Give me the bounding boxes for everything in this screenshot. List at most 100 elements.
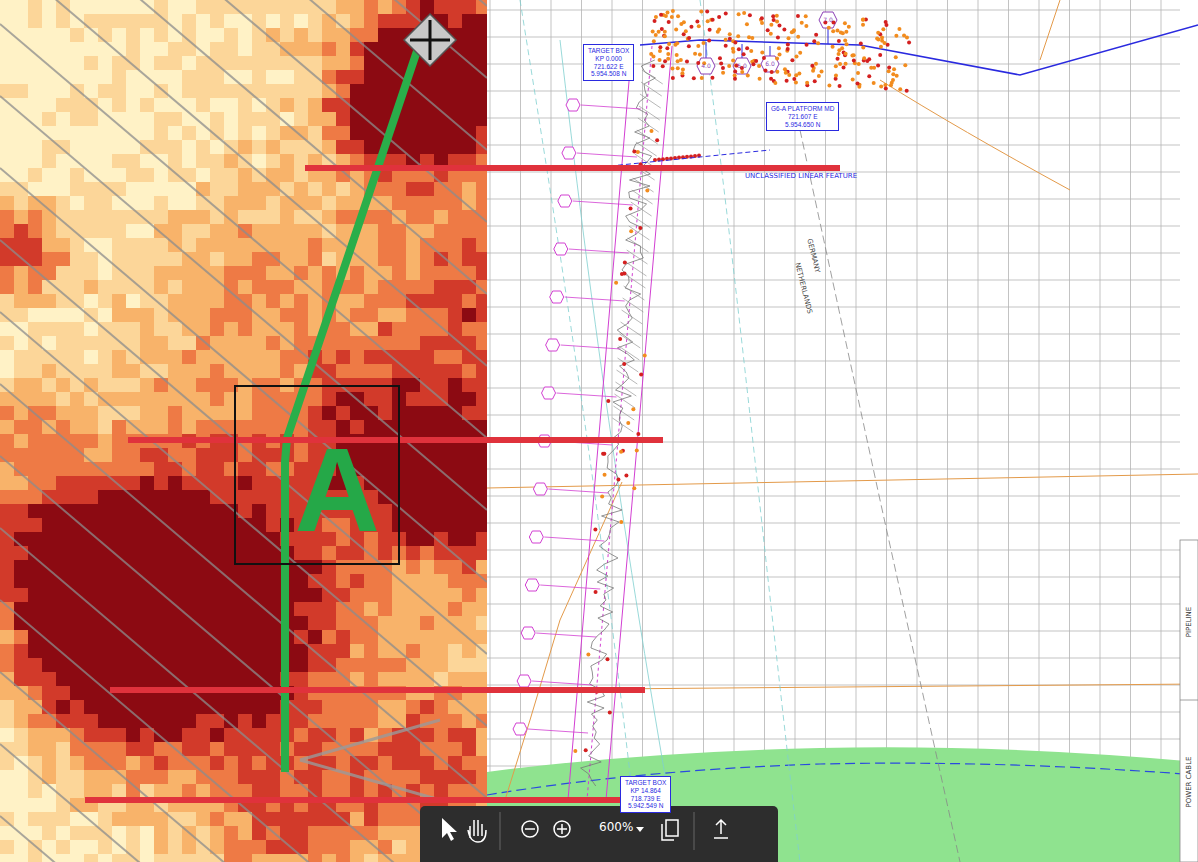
heat-cell <box>70 504 84 518</box>
heat-cell <box>322 602 336 616</box>
heat-cell <box>336 224 350 238</box>
heat-cell <box>392 700 406 714</box>
heat-cell <box>224 182 238 196</box>
heat-cell <box>392 616 406 630</box>
heat-cell <box>350 574 364 588</box>
heat-cell <box>420 182 434 196</box>
heat-cell <box>140 406 154 420</box>
heat-cell <box>434 280 448 294</box>
heat-cell <box>56 14 70 28</box>
heat-cell <box>238 238 252 252</box>
heat-cell <box>224 126 238 140</box>
heat-cell <box>364 560 378 574</box>
heat-cell <box>280 280 294 294</box>
heatmap-raster <box>0 0 487 862</box>
heat-cell <box>0 560 14 574</box>
heat-cell <box>182 126 196 140</box>
heat-cell <box>336 826 350 840</box>
heat-cell <box>98 42 112 56</box>
heat-cell <box>168 700 182 714</box>
heat-cell <box>196 854 210 862</box>
heat-cell <box>56 126 70 140</box>
heat-cell <box>182 854 196 862</box>
heat-cell <box>238 350 252 364</box>
heat-cell <box>434 448 448 462</box>
heat-cell <box>14 672 28 686</box>
heat-cell <box>14 392 28 406</box>
heat-cell <box>406 756 420 770</box>
heat-cell <box>182 70 196 84</box>
heat-cell <box>168 252 182 266</box>
heat-cell <box>238 196 252 210</box>
heat-cell <box>28 742 42 756</box>
heat-cell <box>140 392 154 406</box>
heat-cell <box>84 560 98 574</box>
heat-cell <box>56 406 70 420</box>
heat-cell <box>196 644 210 658</box>
heat-cell <box>350 70 364 84</box>
heat-cell <box>238 644 252 658</box>
heat-cell <box>140 196 154 210</box>
heat-cell <box>84 0 98 14</box>
heat-cell <box>196 392 210 406</box>
heat-cell <box>266 658 280 672</box>
heat-cell <box>378 266 392 280</box>
heat-cell <box>406 196 420 210</box>
heat-cell <box>0 182 14 196</box>
heat-cell <box>196 728 210 742</box>
heat-cell <box>182 784 196 798</box>
heat-cell <box>434 364 448 378</box>
heat-cell <box>210 742 224 756</box>
heat-cell <box>238 168 252 182</box>
heat-cell <box>378 630 392 644</box>
heat-cell <box>406 210 420 224</box>
heat-cell <box>56 840 70 854</box>
heat-cell <box>224 728 238 742</box>
heat-cell <box>364 700 378 714</box>
heat-cell <box>140 812 154 826</box>
heat-cell <box>182 0 196 14</box>
heat-cell <box>392 840 406 854</box>
heat-cell <box>210 168 224 182</box>
heat-cell <box>224 700 238 714</box>
heat-cell <box>196 658 210 672</box>
heat-cell <box>266 770 280 784</box>
heat-cell <box>84 826 98 840</box>
heat-cell <box>98 126 112 140</box>
heat-cell <box>182 294 196 308</box>
heat-cell <box>42 574 56 588</box>
heat-cell <box>56 546 70 560</box>
heat-cell <box>126 392 140 406</box>
heat-cell <box>434 294 448 308</box>
heat-cell <box>98 630 112 644</box>
heat-cell <box>434 728 448 742</box>
heat-cell <box>140 322 154 336</box>
heat-cell <box>196 224 210 238</box>
heat-cell <box>294 84 308 98</box>
heat-cell <box>420 280 434 294</box>
heat-cell <box>28 420 42 434</box>
heat-cell <box>434 784 448 798</box>
heat-cell <box>280 350 294 364</box>
heat-cell <box>392 854 406 862</box>
heat-cell <box>364 742 378 756</box>
heat-cell <box>406 742 420 756</box>
heat-cell <box>98 742 112 756</box>
heat-cell <box>112 854 126 862</box>
heat-cell <box>294 280 308 294</box>
heat-cell <box>168 168 182 182</box>
heat-cell <box>0 126 14 140</box>
heat-cell <box>42 434 56 448</box>
heat-cell <box>56 602 70 616</box>
heat-cell <box>224 826 238 840</box>
heat-cell <box>364 854 378 862</box>
heat-cell <box>238 602 252 616</box>
heat-cell <box>392 826 406 840</box>
heat-cell <box>392 630 406 644</box>
heat-cell <box>112 490 126 504</box>
heat-cell <box>140 238 154 252</box>
heat-cell <box>364 672 378 686</box>
heat-cell <box>84 574 98 588</box>
heat-cell <box>140 56 154 70</box>
heat-cell <box>308 182 322 196</box>
